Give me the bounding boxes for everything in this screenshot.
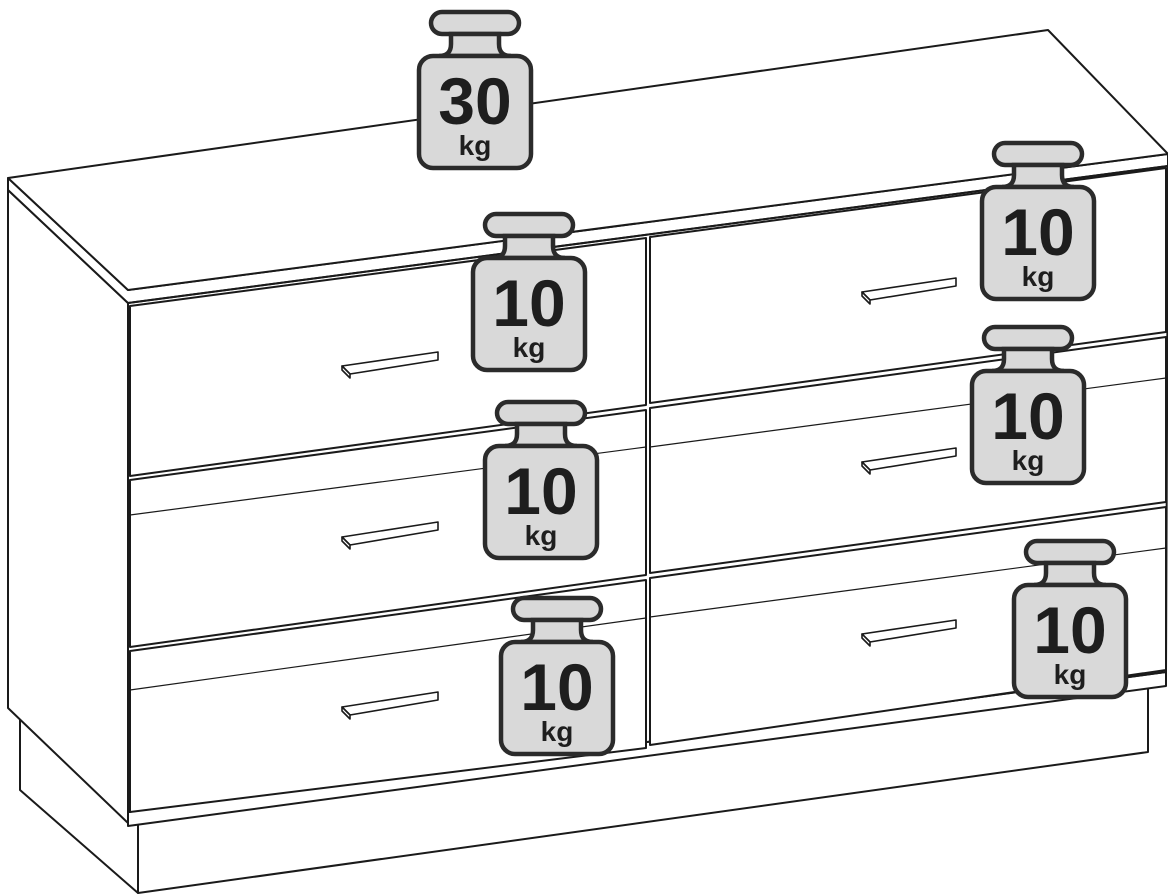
handle-left-2[interactable]: [341, 521, 439, 550]
weight-neck: [504, 421, 578, 449]
weight-block: [1011, 582, 1129, 700]
weight-value: 10: [1001, 195, 1074, 269]
handle-right-3[interactable]: [861, 619, 957, 647]
weight-unit: kg: [1022, 261, 1055, 292]
weight-unit: kg: [525, 520, 558, 551]
weight-neck: [1001, 162, 1075, 190]
weight-neck: [520, 617, 594, 645]
weight-unit: kg: [513, 332, 546, 363]
weight-block: [979, 184, 1097, 302]
dresser-carcass: [7, 29, 1168, 827]
weight-ring: [1023, 538, 1117, 566]
weight-ring: [510, 595, 604, 623]
drawer-handles: [341, 277, 957, 720]
handle-left-3[interactable]: [341, 691, 439, 720]
weight-neck: [492, 233, 566, 261]
weight-block: [498, 639, 616, 757]
weight-value: 10: [991, 379, 1064, 453]
weight-ring: [981, 324, 1075, 352]
weight-block: [416, 53, 534, 171]
weight-neck: [438, 31, 512, 59]
weight-block: [969, 368, 1087, 486]
handle-right-1[interactable]: [861, 277, 957, 305]
weight-value: 30: [438, 64, 511, 138]
weight-ring: [482, 211, 576, 239]
weight-ring: [494, 399, 588, 427]
weight-block: [482, 443, 600, 561]
weight-unit: kg: [1054, 659, 1087, 690]
weight-neck: [991, 346, 1065, 374]
weight-block: [470, 255, 588, 373]
weight-ring: [428, 9, 522, 37]
weight-value: 10: [504, 454, 577, 528]
handle-left-1[interactable]: [341, 351, 439, 379]
weight-value: 10: [1033, 593, 1106, 667]
weight-unit: kg: [459, 130, 492, 161]
weight-value: 10: [520, 650, 593, 724]
weight-neck: [1033, 560, 1107, 588]
weight-value: 10: [492, 266, 565, 340]
weight-unit: kg: [1012, 445, 1045, 476]
handle-right-2[interactable]: [861, 447, 957, 475]
weight-ring: [991, 140, 1085, 168]
weight-unit: kg: [541, 716, 574, 747]
